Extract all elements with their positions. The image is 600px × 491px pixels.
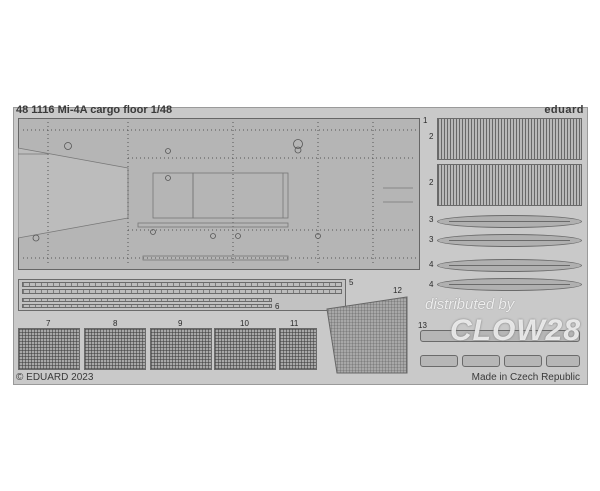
brand-logo-text: eduard — [544, 104, 584, 116]
small-part-13-c — [504, 355, 542, 367]
tapered-mesh-part-12 — [326, 296, 408, 374]
cargo-floor-panel — [18, 118, 420, 270]
rail-part-6-a — [22, 298, 272, 302]
part-number-10: 10 — [240, 319, 249, 328]
part-number-3b: 3 — [429, 235, 434, 244]
mesh-panel-part-11 — [279, 328, 317, 370]
rail-part-5-b — [22, 289, 342, 294]
made-in-text: Made in Czech Republic — [471, 372, 580, 383]
rail-part-5-a — [22, 282, 342, 287]
part-number-4b: 4 — [429, 280, 434, 289]
copyright-text: © EDUARD 2023 — [16, 372, 94, 383]
part-number-1: 1 — [423, 116, 428, 125]
part-number-6: 6 — [275, 302, 280, 311]
strip-part-4-upper — [437, 259, 582, 272]
floor-grille-part-2-upper — [437, 118, 582, 160]
part-number-4a: 4 — [429, 260, 434, 269]
strip-part-3-upper — [437, 215, 582, 228]
part-number-11: 11 — [290, 319, 299, 328]
mesh-panel-part-10 — [214, 328, 276, 370]
mesh-panel-part-9 — [150, 328, 212, 370]
part-number-5: 5 — [349, 278, 354, 287]
small-part-13-d — [546, 355, 580, 367]
floor-grille-part-2-lower — [437, 164, 582, 206]
strip-part-4-lower — [437, 278, 582, 291]
part-number-8: 8 — [113, 319, 118, 328]
mesh-panel-part-7 — [18, 328, 80, 370]
sheet-title: 48 1116 Mi-4A cargo floor 1/48 — [16, 104, 173, 116]
strip-part-3-lower — [437, 234, 582, 247]
part-number-7: 7 — [46, 319, 51, 328]
part-number-3a: 3 — [429, 215, 434, 224]
part-number-13: 13 — [418, 321, 427, 330]
mesh-panel-part-8 — [84, 328, 146, 370]
small-part-13-bar — [420, 330, 580, 342]
part-number-9: 9 — [178, 319, 183, 328]
rail-part-6-b — [22, 304, 272, 308]
part-number-2a: 2 — [429, 132, 434, 141]
part-number-12: 12 — [393, 286, 402, 295]
small-part-13-b — [462, 355, 500, 367]
part-number-2b: 2 — [429, 178, 434, 187]
small-part-13-a — [420, 355, 458, 367]
